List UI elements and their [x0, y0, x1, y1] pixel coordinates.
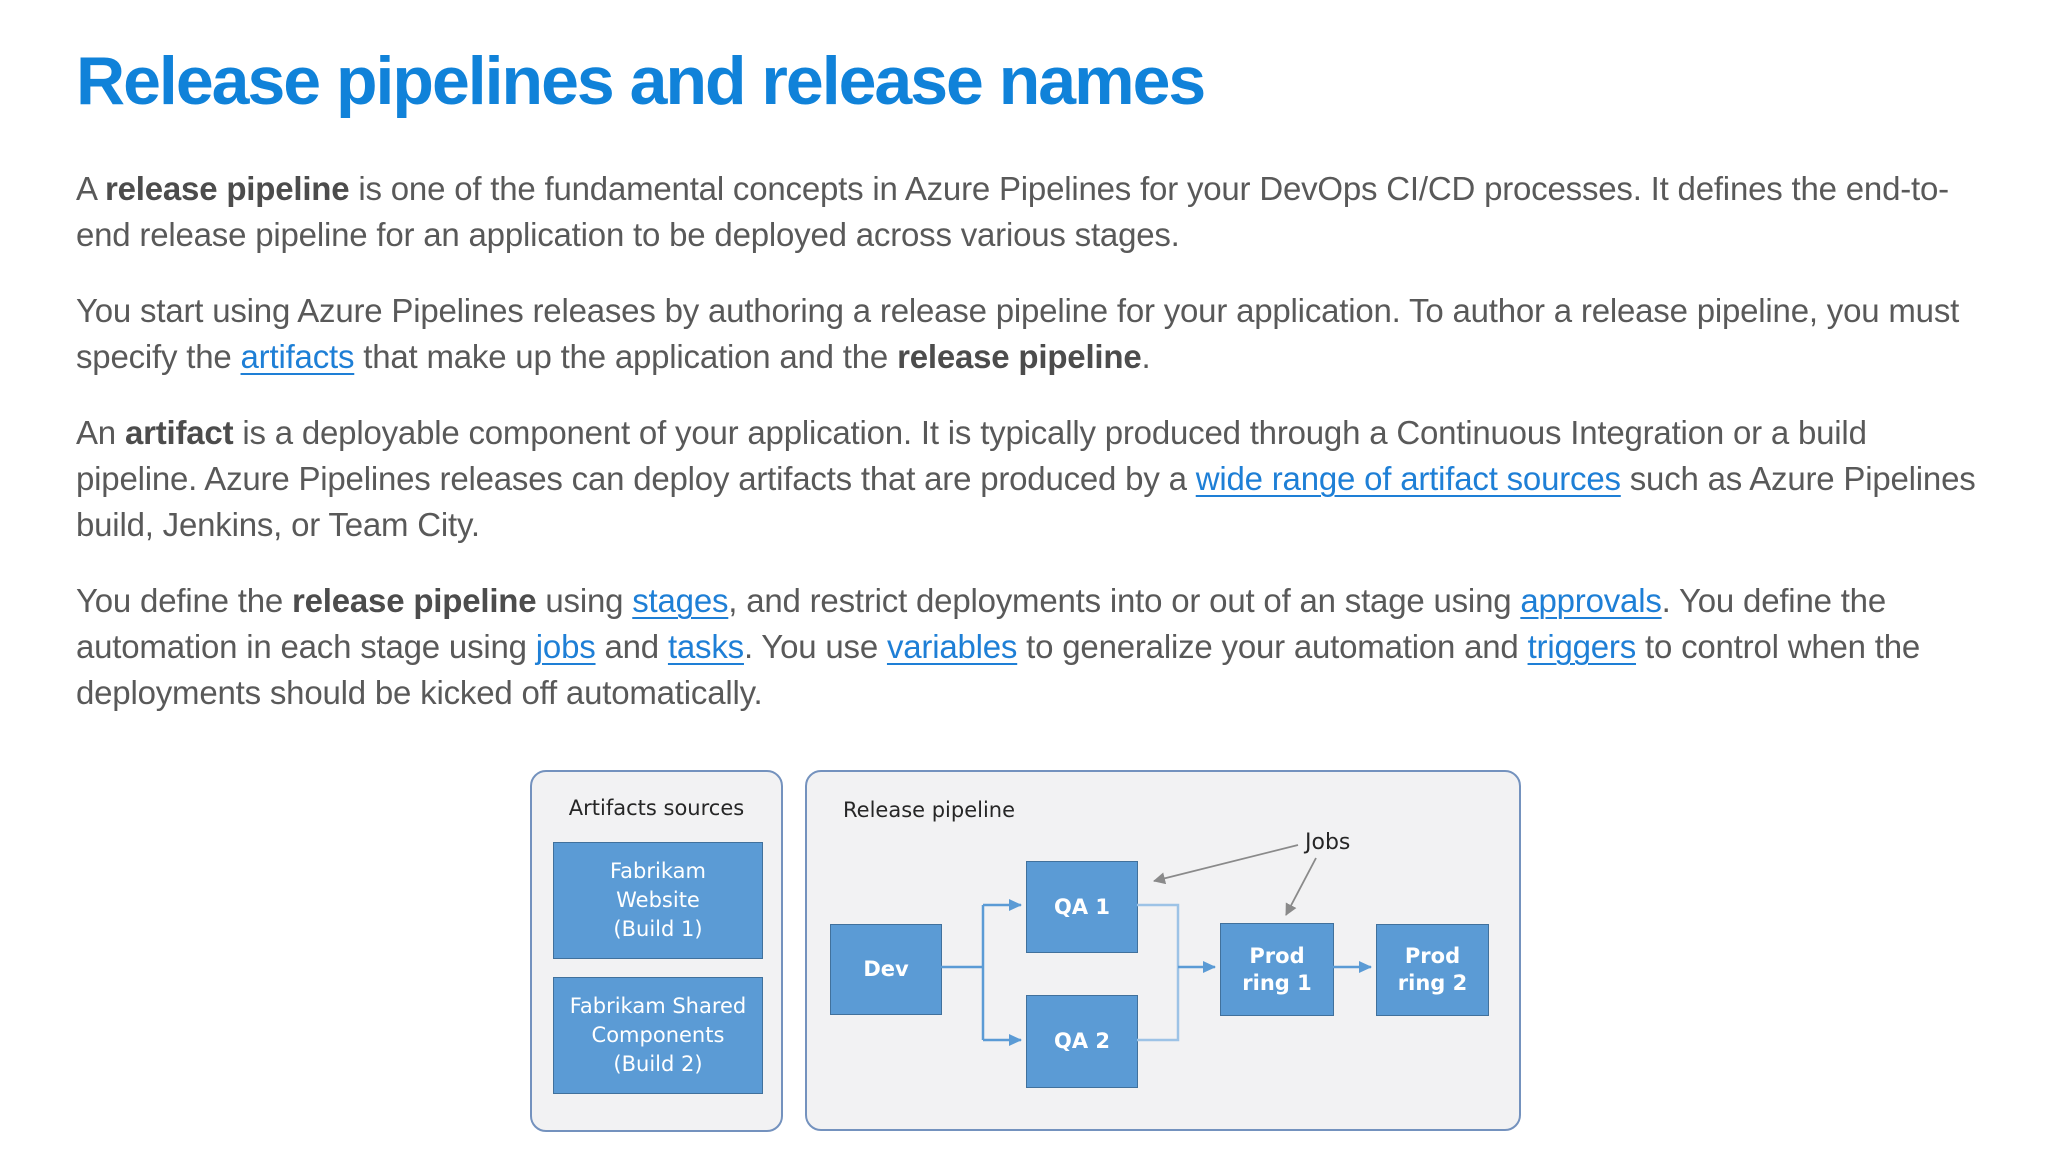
text-run: . You use — [743, 628, 887, 666]
text-run: is a deployable component of your applic… — [76, 414, 1867, 498]
stage-node-qa2: QA 2 — [1026, 995, 1138, 1088]
text-run: You define the — [76, 582, 292, 620]
text-run: . — [1141, 338, 1151, 376]
release-pipeline-title: Release pipeline — [843, 798, 1016, 822]
artifact-node-build-2: Fabrikam Shared Components (Build 2) — [553, 977, 763, 1094]
artifacts-sources-title: Artifacts sources — [568, 796, 745, 820]
text-run: that make up the application and the — [354, 338, 898, 376]
triggers-link[interactable]: triggers — [1527, 628, 1637, 666]
tasks-link[interactable]: tasks — [667, 628, 744, 666]
text-run: to control when the deployments should b… — [76, 628, 1921, 712]
text-run: is one of the fundamental concepts in Az… — [76, 170, 1949, 254]
variables-link[interactable]: variables — [886, 628, 1018, 666]
page-title: Release pipelines and release names — [76, 43, 1206, 119]
text-run: You start using Azure Pipelines releases… — [76, 292, 1960, 376]
text-run: . You define the automation in each stag… — [76, 582, 1886, 666]
paragraph: A release pipeline is one of the fundame… — [76, 166, 1976, 258]
text-run: A — [76, 170, 105, 208]
text-run: and — [595, 628, 668, 666]
text-run: such as Azure Pipelines build, Jenkins, … — [76, 460, 1976, 544]
pipeline-diagram: Artifacts sources Fabrikam Website (Buil… — [0, 770, 2048, 1152]
stage-node-dev: Dev — [830, 924, 942, 1015]
release-pipeline-panel: Release pipeline Dev QA 1 QA 2 Prod ring… — [805, 770, 1521, 1131]
paragraph: An artifact is a deployable component of… — [76, 410, 1976, 548]
bold-text: release pipeline — [291, 582, 537, 620]
approvals-link[interactable]: approvals — [1520, 582, 1662, 620]
bold-text: release pipeline — [104, 170, 350, 208]
artifact-sources-link[interactable]: wide range of artifact sources — [1195, 460, 1621, 498]
artifacts-sources-panel: Artifacts sources Fabrikam Website (Buil… — [530, 770, 783, 1132]
text-run: An — [76, 414, 125, 452]
artifacts-link[interactable]: artifacts — [240, 338, 355, 376]
bold-text: artifact — [124, 414, 234, 452]
article-body: A release pipeline is one of the fundame… — [76, 166, 1976, 716]
article: Release pipelines and release names A re… — [76, 42, 1976, 746]
jobs-link[interactable]: jobs — [535, 628, 596, 666]
text-run: using — [536, 582, 633, 620]
text-run: to generalize your automation and — [1017, 628, 1528, 666]
stages-link[interactable]: stages — [632, 582, 729, 620]
stage-node-prod-ring-1: Prod ring 1 — [1220, 923, 1334, 1016]
paragraph: You start using Azure Pipelines releases… — [76, 288, 1976, 380]
text-run: , and restrict deployments into or out o… — [728, 582, 1521, 620]
artifact-node-build-1: Fabrikam Website (Build 1) — [553, 842, 763, 959]
jobs-annotation-label: Jobs — [1305, 830, 1351, 855]
paragraph: You define the release pipeline using st… — [76, 578, 1976, 716]
stage-node-qa1: QA 1 — [1026, 861, 1138, 953]
bold-text: release pipeline — [897, 338, 1142, 376]
stage-node-prod-ring-2: Prod ring 2 — [1376, 924, 1489, 1016]
